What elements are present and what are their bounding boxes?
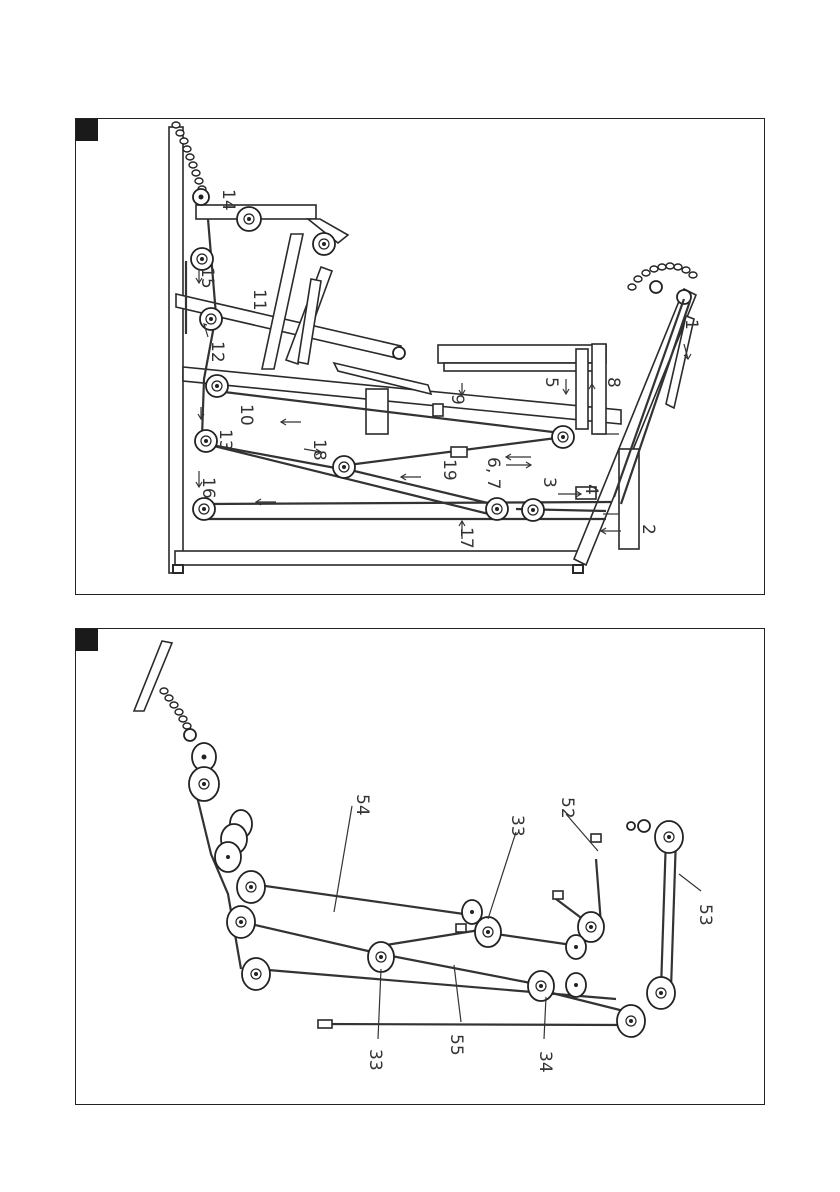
pulley bbox=[566, 973, 586, 997]
pulley bbox=[462, 900, 482, 924]
label-5: 5 bbox=[541, 377, 561, 388]
pulley bbox=[242, 958, 270, 990]
label-33-upper: 33 bbox=[507, 815, 527, 837]
handle-chain bbox=[160, 688, 196, 741]
pulley bbox=[215, 810, 252, 872]
main-post bbox=[169, 127, 183, 573]
label-18: 18 bbox=[309, 439, 329, 461]
pulley bbox=[566, 935, 586, 959]
pulley bbox=[655, 821, 683, 853]
pulley bbox=[189, 767, 219, 801]
label-4: 4 bbox=[581, 484, 601, 495]
label-54: 54 bbox=[352, 794, 372, 816]
label-13: 13 bbox=[215, 429, 235, 451]
label-10: 10 bbox=[236, 404, 256, 426]
label-52: 52 bbox=[557, 797, 577, 819]
pulley bbox=[195, 430, 217, 452]
pulley bbox=[237, 871, 265, 903]
pulley bbox=[617, 1005, 645, 1037]
pulley bbox=[200, 308, 222, 330]
diagram-panel-upper: 1 2 3 4 5 6, 7 8 9 10 11 12 13 14 15 16 … bbox=[75, 118, 765, 595]
pulley bbox=[368, 942, 394, 972]
pulley bbox=[227, 906, 255, 938]
label-55: 55 bbox=[446, 1034, 466, 1056]
label-3: 3 bbox=[539, 477, 559, 488]
label-16: 16 bbox=[198, 477, 218, 499]
pulley bbox=[552, 426, 574, 448]
base-rail bbox=[175, 551, 583, 565]
label-1: 1 bbox=[681, 319, 701, 330]
label-14: 14 bbox=[218, 189, 238, 211]
right-chain bbox=[628, 263, 697, 304]
label-11: 11 bbox=[249, 289, 269, 311]
leader-lines bbox=[334, 806, 701, 1039]
label-6-7: 6, 7 bbox=[483, 457, 503, 489]
pulley bbox=[193, 189, 209, 205]
pulley bbox=[528, 971, 554, 1001]
machine-frame-drawing: 1 2 3 4 5 6, 7 8 9 10 11 12 13 14 15 16 … bbox=[76, 119, 766, 596]
label-19: 19 bbox=[439, 459, 459, 481]
label-8: 8 bbox=[603, 377, 623, 388]
label-9: 9 bbox=[447, 394, 467, 405]
label-15: 15 bbox=[197, 267, 217, 289]
pulley bbox=[237, 207, 261, 231]
label-17: 17 bbox=[456, 527, 476, 549]
pulley bbox=[333, 456, 355, 478]
pulley bbox=[193, 498, 215, 520]
label-12: 12 bbox=[207, 341, 227, 363]
pulley bbox=[486, 498, 508, 520]
pulley bbox=[313, 233, 335, 255]
pulley bbox=[647, 977, 675, 1009]
cable-routing-drawing: 54 33 52 53 33 55 34 bbox=[76, 629, 766, 1106]
label-53: 53 bbox=[695, 904, 715, 926]
label-34: 34 bbox=[535, 1051, 555, 1073]
label-2: 2 bbox=[638, 524, 658, 535]
pulley bbox=[522, 499, 544, 521]
diagram-panel-lower: 54 33 52 53 33 55 34 bbox=[75, 628, 765, 1105]
pulley bbox=[206, 375, 228, 397]
label-33-lower: 33 bbox=[365, 1049, 385, 1071]
